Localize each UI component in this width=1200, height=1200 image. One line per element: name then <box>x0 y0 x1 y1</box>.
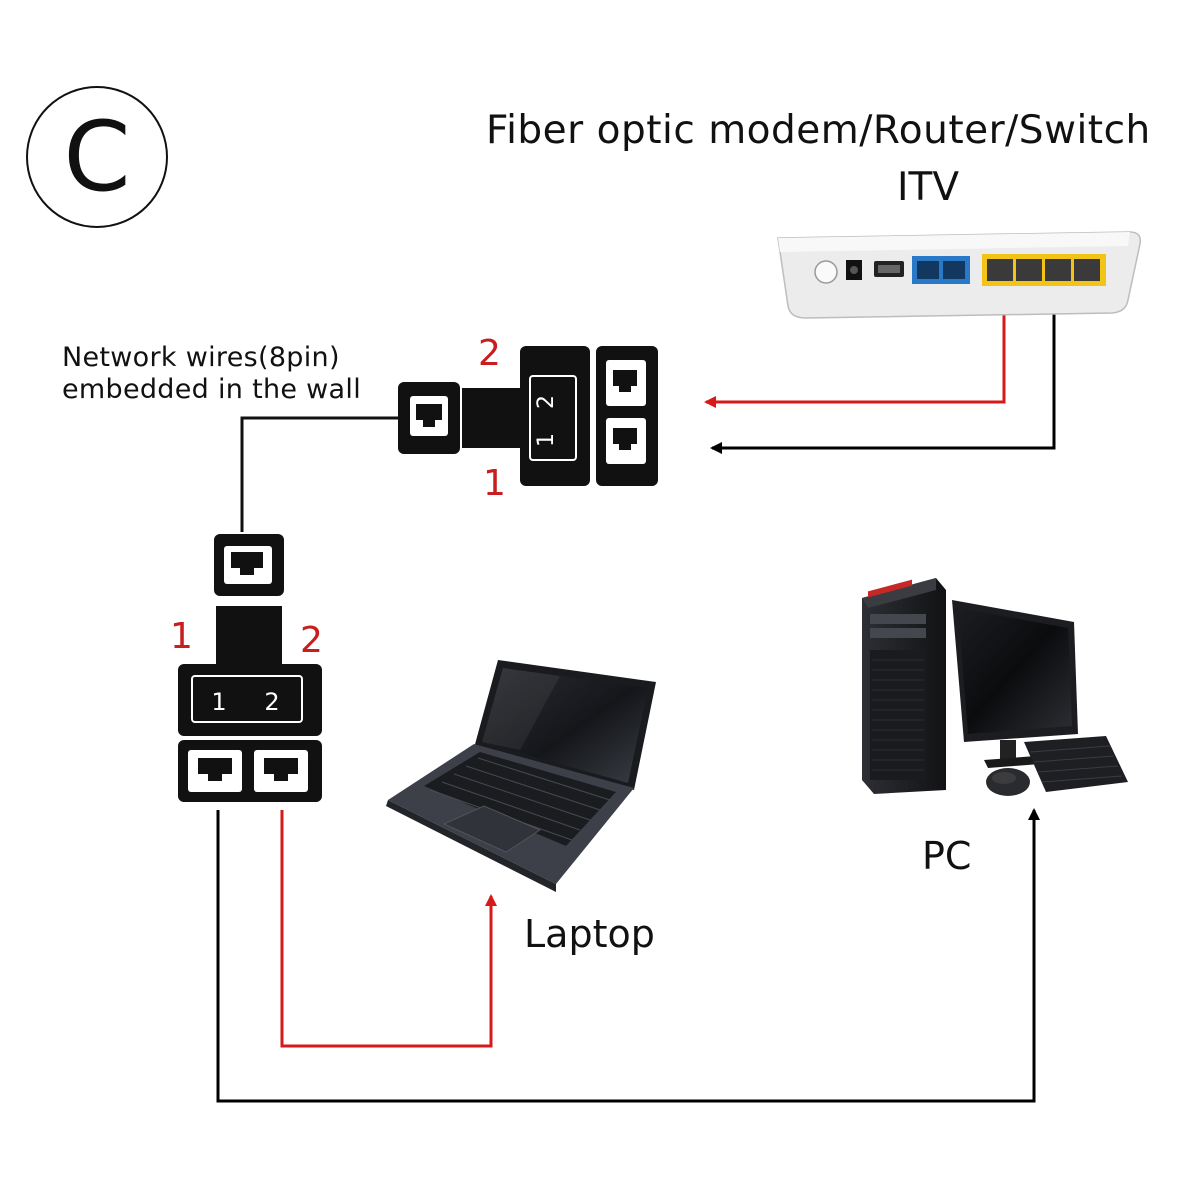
pc-black-wire <box>216 808 1040 1103</box>
section-badge: C <box>26 86 168 228</box>
router-red-wire <box>704 290 1006 408</box>
bottom-splitter-port-1-label: 1 <box>170 616 193 657</box>
desktop-pc-icon <box>862 578 946 794</box>
wall-wire <box>240 416 398 532</box>
pc-label: PC <box>922 834 972 878</box>
bottom-splitter-port-2-label: 2 <box>300 620 323 661</box>
keyboard-icon <box>1024 736 1128 792</box>
svg-text:1: 1 <box>534 433 559 447</box>
wall-wire-note: Network wires(8pin) embedded in the wall <box>62 342 361 406</box>
mouse-icon <box>986 768 1030 796</box>
wall-note-line2: embedded in the wall <box>62 374 361 405</box>
laptop-red-wire <box>280 810 497 1048</box>
laptop-icon <box>386 660 656 892</box>
router-icon <box>777 231 1142 319</box>
top-splitter-port-1-label: 1 <box>483 463 506 504</box>
modem-title: Fiber optic modem/Router/Switch <box>486 108 1151 153</box>
bottom-splitter-icon: 1 2 <box>178 534 322 802</box>
monitor-icon <box>952 600 1078 768</box>
section-badge-letter: C <box>63 101 131 213</box>
top-splitter-port-2-label: 2 <box>478 333 501 374</box>
svg-text:2: 2 <box>534 395 559 409</box>
svg-text:2: 2 <box>264 688 279 716</box>
top-splitter-icon: 2 1 <box>398 346 658 486</box>
router-black-wire <box>710 290 1056 454</box>
itv-title: ITV <box>897 165 960 210</box>
wall-note-line1: Network wires(8pin) <box>62 342 340 373</box>
svg-text:1: 1 <box>211 688 226 716</box>
laptop-label: Laptop <box>524 912 655 956</box>
